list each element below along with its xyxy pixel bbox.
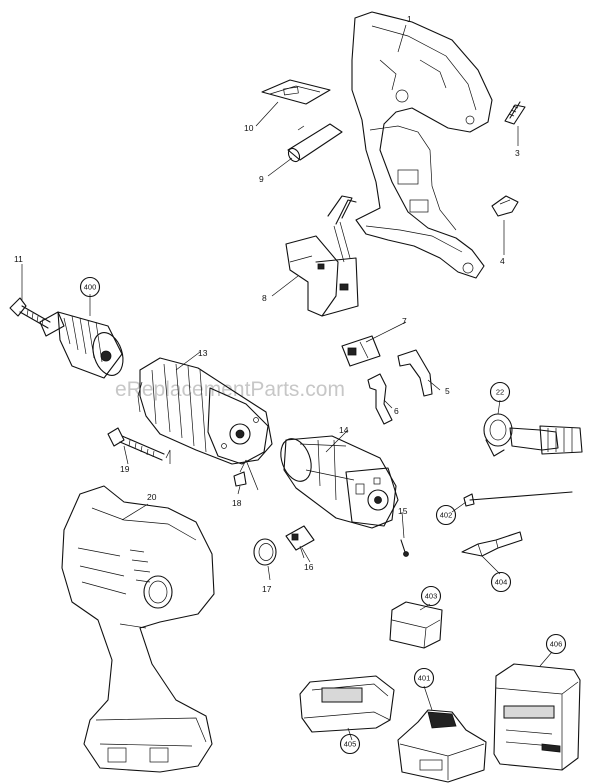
part-404-bit: [461, 531, 523, 557]
part-20-housing: [61, 485, 215, 773]
label-part-13: 13: [198, 348, 208, 358]
label-part-8: 8: [262, 293, 267, 303]
leader-lines: [21, 24, 553, 741]
label-part-11: 11: [14, 254, 23, 264]
part-403-cover: [389, 601, 443, 649]
watermark: eReplacementParts.com: [115, 378, 345, 401]
circled-label-406: 406: [545, 633, 567, 655]
circled-label-401: 401: [413, 667, 435, 689]
part-number-labels: 1 3 4 5 6 7 8 9 10 11 13 14 15 16 17 18 …: [14, 14, 520, 594]
circled-label-400: 400: [79, 276, 101, 298]
label-part-14: 14: [339, 425, 349, 435]
label-part-10: 10: [244, 123, 254, 133]
label-part-5: 5: [445, 386, 450, 396]
part-3-screw: [504, 101, 526, 125]
part-18-small-screw: [233, 459, 259, 491]
label-part-19: 19: [120, 464, 130, 474]
part-11-screw: [9, 297, 51, 329]
svg-text:401: 401: [418, 674, 431, 683]
label-part-1: 1: [407, 14, 412, 24]
svg-text:406: 406: [550, 640, 563, 649]
part-16-connector: [285, 525, 315, 559]
label-part-4: 4: [500, 256, 505, 266]
part-9-cylinder: [287, 123, 343, 163]
part-22-side-handle: [483, 413, 583, 457]
part-13-gearbox: [137, 357, 273, 465]
part-15-screw: [400, 539, 409, 557]
part-14-motor: [280, 435, 399, 529]
circled-label-403: 403: [420, 585, 442, 607]
circled-label-22: 22: [489, 381, 511, 403]
svg-text:403: 403: [425, 592, 438, 601]
label-part-18: 18: [232, 498, 242, 508]
label-part-6: 6: [394, 406, 399, 416]
circled-label-402: 402: [435, 504, 457, 526]
part-19-screw: [107, 427, 171, 464]
part-10-plate: [261, 79, 331, 105]
label-part-9: 9: [259, 174, 264, 184]
svg-text:405: 405: [344, 740, 357, 749]
circled-part-labels: 400 22 402 404 403 406 401 405: [79, 276, 567, 755]
part-4-clip: [491, 195, 519, 217]
part-400-chuck: [39, 311, 124, 379]
label-part-3: 3: [515, 148, 520, 158]
part-1-housing-half: [351, 11, 493, 279]
svg-text:400: 400: [84, 283, 97, 292]
label-part-7: 7: [402, 316, 407, 326]
svg-text:404: 404: [495, 578, 508, 587]
part-402-rod: [463, 491, 573, 507]
circled-label-404: 404: [490, 571, 512, 593]
label-part-16: 16: [304, 562, 314, 572]
svg-text:22: 22: [496, 388, 504, 397]
label-part-17: 17: [262, 584, 272, 594]
part-401-battery: [397, 709, 487, 783]
part-17-cap: [253, 538, 277, 566]
part-405-charger: [299, 675, 395, 733]
label-part-20: 20: [147, 492, 157, 502]
part-5-bracket: [397, 349, 433, 397]
part-8-switch: [285, 195, 359, 317]
part-6-bent-plate: [367, 373, 393, 425]
circled-label-405: 405: [339, 733, 361, 755]
label-part-15: 15: [398, 506, 408, 516]
part-7-block: [341, 335, 381, 367]
svg-text:402: 402: [440, 511, 453, 520]
part-406-case: [493, 663, 581, 771]
